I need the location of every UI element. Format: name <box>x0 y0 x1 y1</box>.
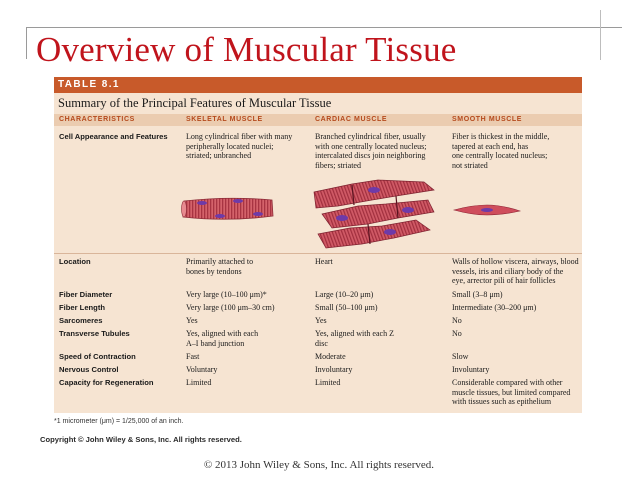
cell-line: one centrally located nucleus; <box>452 151 548 160</box>
cell-line: Walls of hollow viscera, airways, blood <box>452 257 579 266</box>
smooth-muscle-fiber-illustration <box>452 204 522 216</box>
column-header-smooth: SMOOTH MUSCLE <box>452 116 523 123</box>
column-header-skeletal: SKELETAL MUSCLE <box>186 116 263 123</box>
cell-line: Yes, aligned with each Z <box>315 329 394 338</box>
table-summary-title: Summary of the Principal Features of Mus… <box>58 96 332 110</box>
column-header-characteristics: CHARACTERISTICS <box>59 116 135 123</box>
cell-skeletal-length: Very large (100 μm–30 cm) <box>186 303 275 312</box>
row-label-sarcomeres: Sarcomeres <box>59 316 103 325</box>
slide-title: Overview of Muscular Tissue <box>36 30 457 69</box>
cell-smooth-appearance: Fiber is thickest in the middle, tapered… <box>452 132 549 170</box>
cell-line: muscle tissues, but limited compared <box>452 387 571 397</box>
cell-smooth-regeneration: Considerable compared with other muscle … <box>452 378 570 407</box>
cell-smooth-length: Intermediate (30–200 μm) <box>452 303 537 312</box>
cell-cardiac-regeneration: Limited <box>315 378 341 387</box>
cell-line: Branched cylindrical fiber, usually <box>315 132 426 141</box>
cell-cardiac-location: Heart <box>315 257 333 267</box>
cell-line: fibers; striated <box>315 160 361 170</box>
cell-skeletal-sarcomeres: Yes <box>186 316 198 325</box>
cell-line: disc <box>315 338 328 348</box>
slide-footer: © 2013 John Wiley & Sons, Inc. All right… <box>203 459 435 471</box>
cell-cardiac-appearance: Branched cylindrical fiber, usually with… <box>315 132 427 170</box>
cell-line: Considerable compared with other <box>452 378 563 387</box>
cell-line: tapered at each end, has <box>452 141 529 151</box>
table-footnote: *1 micrometer (μm) = 1/25,000 of an inch… <box>54 418 184 425</box>
table-copyright: Copyright © John Wiley & Sons, Inc. All … <box>40 435 242 444</box>
cell-smooth-location: Walls of hollow viscera, airways, blood … <box>452 257 579 286</box>
column-header-band <box>54 114 582 126</box>
cell-smooth-speed: Slow <box>452 352 469 361</box>
cell-line: Primarily attached to <box>186 257 254 266</box>
row-label-speed: Speed of Contraction <box>59 352 136 361</box>
cell-line: with tissues such as epithelium <box>452 397 552 406</box>
title-rule <box>26 27 622 28</box>
cell-line: A–I band junction <box>186 338 245 348</box>
cell-cardiac-speed: Moderate <box>315 352 346 361</box>
cell-line: striated; unbranched <box>186 151 252 160</box>
cell-skeletal-speed: Fast <box>186 352 200 361</box>
row-label-nervous-control: Nervous Control <box>59 365 119 374</box>
cell-line: bones by tendons <box>186 266 242 276</box>
cell-skeletal-appearance: Long cylindrical fiber with many periphe… <box>186 132 292 161</box>
row-separator <box>54 253 582 254</box>
cell-skeletal-diameter: Very large (10–100 μm)* <box>186 290 267 299</box>
cell-cardiac-tubules: Yes, aligned with each Z disc <box>315 329 394 348</box>
cell-line: Long cylindrical fiber with many <box>186 132 293 141</box>
cardiac-muscle-fibers-illustration <box>313 179 435 249</box>
cell-skeletal-regeneration: Limited <box>186 378 212 387</box>
cell-line: Heart <box>315 257 333 266</box>
cell-skeletal-location: Primarily attached to bones by tendons <box>186 257 253 276</box>
cell-line: with one centrally located nucleus; <box>315 141 427 151</box>
cell-line: vessels, iris and ciliary body of the <box>452 266 564 276</box>
cell-cardiac-nervous: Involuntary <box>315 365 353 374</box>
row-label-location: Location <box>59 257 91 266</box>
cell-smooth-diameter: Small (3–8 μm) <box>452 290 503 299</box>
cell-line: Yes, aligned with each <box>186 329 259 338</box>
cell-smooth-nervous: Involuntary <box>452 365 490 374</box>
cell-cardiac-sarcomeres: Yes <box>315 316 327 325</box>
title-rule-right <box>600 10 601 60</box>
column-header-cardiac: CARDIAC MUSCLE <box>315 116 388 123</box>
row-label-fiber-diameter: Fiber Diameter <box>59 290 113 299</box>
cell-line: peripherally located nuclei; <box>186 141 274 151</box>
row-label-fiber-length: Fiber Length <box>59 303 105 312</box>
skeletal-muscle-fiber-illustration <box>181 197 274 220</box>
cell-skeletal-nervous: Voluntary <box>186 365 218 374</box>
cell-smooth-sarcomeres: No <box>452 316 462 325</box>
cell-cardiac-diameter: Large (10–20 μm) <box>315 290 374 299</box>
cell-cardiac-length: Small (50–100 μm) <box>315 303 378 312</box>
row-label-transverse-tubules: Transverse Tubules <box>59 329 130 338</box>
cell-line: intercalated discs join neighboring <box>315 151 426 160</box>
cell-smooth-tubules: No <box>452 329 462 338</box>
cell-skeletal-tubules: Yes, aligned with each A–I band junction <box>186 329 258 348</box>
cell-line: not striated <box>452 160 488 170</box>
row-label-regeneration: Capacity for Regeneration <box>59 378 154 387</box>
row-label-cell-appearance: Cell Appearance and Features <box>59 132 168 141</box>
title-rule-left <box>26 27 27 59</box>
cell-line: eye, arrector pili of hair follicles <box>452 276 556 285</box>
table-label: TABLE 8.1 <box>54 77 582 93</box>
cell-line: Fiber is thickest in the middle, <box>452 132 550 141</box>
